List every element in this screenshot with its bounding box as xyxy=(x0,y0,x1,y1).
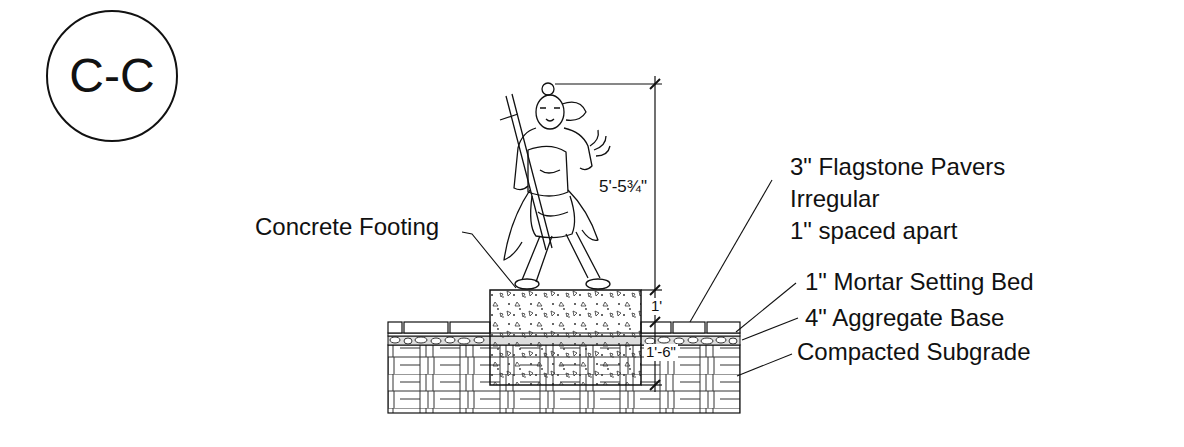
callout-text: 1" spaced apart xyxy=(790,218,957,244)
callout-text: 4" Aggregate Base xyxy=(805,305,1004,331)
callout-text: Compacted Subgrade xyxy=(797,339,1030,365)
section-marker-circle: C-C xyxy=(46,10,178,142)
leader-lines xyxy=(462,180,798,376)
concrete-footing xyxy=(490,290,641,385)
callout-text: 3" Flagstone Pavers xyxy=(790,154,1005,180)
callout-text: Concrete Footing xyxy=(255,214,439,240)
callout-text: Irregular xyxy=(790,186,879,212)
dimension-text: 1'-6" xyxy=(644,344,678,361)
dimension-text: 1' xyxy=(649,298,664,315)
statue-figure xyxy=(500,83,610,289)
section-label: C-C xyxy=(69,52,154,100)
callout-text: 1" Mortar Setting Bed xyxy=(805,269,1034,295)
dimension-text: 5'-5¾" xyxy=(597,178,649,197)
